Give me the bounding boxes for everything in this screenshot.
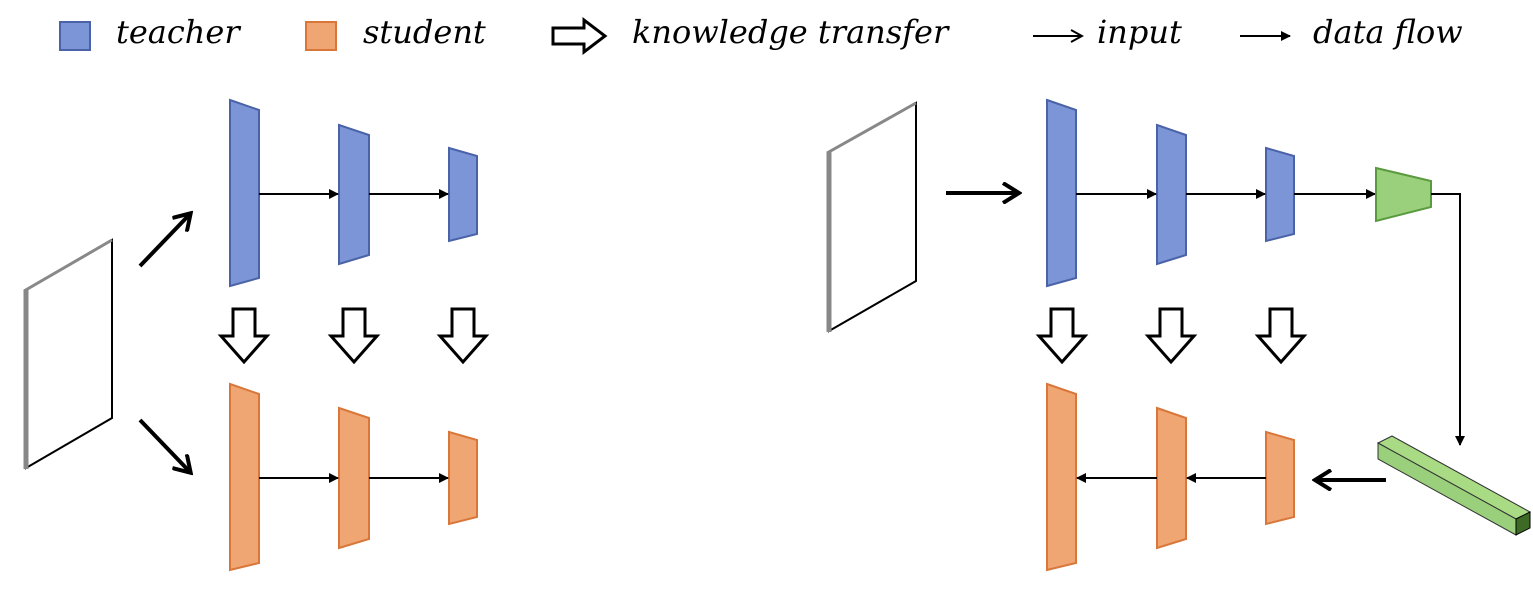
left-student-layer-3: [448, 430, 478, 526]
legend-student-label: student: [363, 13, 486, 51]
left-student-layer-2: [338, 406, 370, 550]
left-input-image: [23, 238, 113, 470]
left-input-arrow-down: [138, 418, 190, 472]
right-transfer-arrow-1: [1035, 307, 1089, 365]
legend-student-swatch-icon: [305, 21, 337, 51]
left-student-layer-1: [229, 382, 260, 572]
right-teacher-layer-1: [1046, 98, 1077, 288]
left-transfer-arrow-2: [327, 307, 381, 365]
left-teacher-layer-1: [229, 98, 260, 288]
right-student-layer-1: [1046, 382, 1077, 572]
legend-data-flow-label: data flow: [1313, 13, 1463, 51]
embedding-bar: [1376, 435, 1532, 536]
left-knowledge-transfer-arrows: [217, 307, 490, 365]
legend-knowledge-transfer-label: knowledge transfer: [632, 13, 949, 51]
right-teacher-layer-2: [1156, 123, 1187, 266]
right-transfer-arrow-2: [1144, 307, 1198, 365]
right-teacher-layer-3: [1265, 146, 1295, 243]
legend-input-label: input: [1097, 13, 1182, 51]
bottleneck-block: [1375, 166, 1432, 223]
left-teacher-layer-2: [338, 123, 370, 266]
legend-hollow-arrow-icon: [551, 16, 608, 56]
legend-teacher-label: teacher: [116, 13, 240, 51]
left-transfer-arrow-3: [436, 307, 490, 365]
left-teacher-layer-3: [448, 146, 478, 243]
right-transfer-arrow-3: [1254, 307, 1308, 365]
legend-teacher-swatch-icon: [59, 21, 91, 51]
right-student-layer-2: [1156, 406, 1187, 550]
right-input-image: [826, 101, 917, 333]
left-input-arrow-up: [138, 214, 190, 268]
bottleneck-to-embedding-flow: [1431, 193, 1465, 446]
left-transfer-arrow-1: [217, 307, 271, 365]
right-student-layer-3: [1265, 430, 1295, 526]
right-knowledge-transfer-arrows: [1035, 307, 1308, 365]
